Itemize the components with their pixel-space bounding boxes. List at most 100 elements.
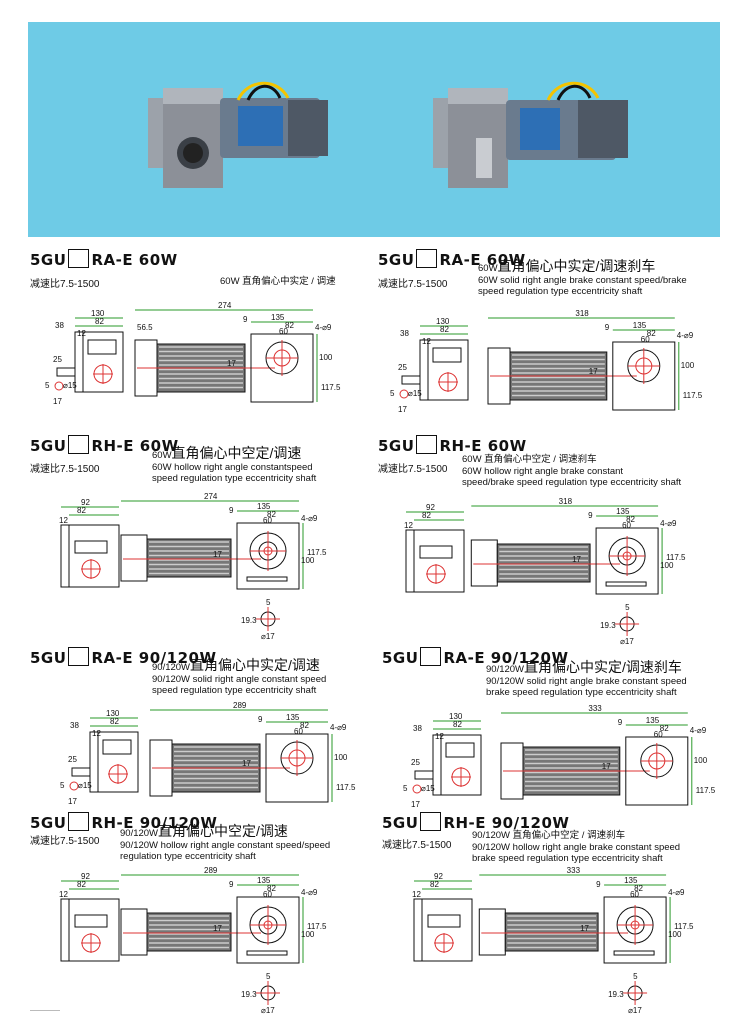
dimension-label: 12 xyxy=(404,521,413,530)
dimension-label: 12 xyxy=(59,516,68,525)
dimension-label: 17 xyxy=(213,550,222,559)
dimension-label: 318 xyxy=(575,309,589,318)
motor-body xyxy=(504,912,599,952)
motor-endcap xyxy=(478,908,506,956)
dimension-label: 130 xyxy=(106,709,120,718)
dimension-label: 5 xyxy=(390,389,395,398)
flange-window xyxy=(432,347,462,363)
dimension-label: 60 xyxy=(641,335,650,344)
reduction-ratio: 减速比7.5-1500 xyxy=(30,279,100,290)
model-code-box xyxy=(68,812,90,831)
motor-body xyxy=(146,912,232,952)
dimension-label: 60 xyxy=(263,890,272,899)
flange-plate xyxy=(89,731,99,793)
dimension-label: 100 xyxy=(334,753,348,762)
dimension-label: 38 xyxy=(70,721,79,730)
dimension-label: ⌀15 xyxy=(78,781,92,790)
dimension-label: 82 xyxy=(267,510,276,519)
dimension-label: 4-⌀9 xyxy=(301,514,318,523)
dimension-label: 12 xyxy=(77,329,86,338)
reduction-ratio: 减速比7.5-1500 xyxy=(378,279,448,290)
dimension-label: 100 xyxy=(301,930,315,939)
dimension-label: 92 xyxy=(426,503,435,512)
model-description: 90/120W直角偏心中实定/调速刹车 90/120W solid right … xyxy=(486,659,687,698)
gearbox xyxy=(265,733,329,803)
shaft-end xyxy=(399,389,409,399)
dimension-label: 4-⌀9 xyxy=(301,888,318,897)
dimension-label: 19.3 xyxy=(241,990,257,999)
dimension-label: 289 xyxy=(204,866,218,875)
dimension-label: 100 xyxy=(660,561,674,570)
model-description: 60W 直角偏心中实定 / 调速 xyxy=(220,276,336,287)
dimension-label: 4-⌀9 xyxy=(668,888,685,897)
dimension-label: ⌀15 xyxy=(421,784,435,793)
dimension-label: 117.5 xyxy=(307,922,327,931)
dimension-label: 25 xyxy=(398,363,407,372)
dimension-label: 60 xyxy=(654,730,663,739)
dimension-label: 25 xyxy=(53,355,62,364)
flange-window xyxy=(87,339,117,355)
gearbox xyxy=(603,896,667,964)
dimension-label: 17 xyxy=(53,397,62,406)
dimension-label: 117.5 xyxy=(307,548,327,557)
gearbox xyxy=(612,341,676,411)
dimension-label: 9 xyxy=(596,880,601,889)
model-code-box xyxy=(68,435,90,454)
dimension-label: 12 xyxy=(435,732,444,741)
dimension-label: 19.3 xyxy=(600,621,616,630)
flange-window xyxy=(445,742,475,758)
dimension-label: 100 xyxy=(668,930,682,939)
dimension-label: 17 xyxy=(227,359,236,368)
dimension-label: 56.5 xyxy=(137,323,153,332)
dimension-label: 25 xyxy=(68,755,77,764)
shaft-end xyxy=(54,381,64,391)
dimension-label: 17 xyxy=(68,797,77,806)
dimension-label: 135 xyxy=(646,716,660,725)
dimension-label: 82 xyxy=(77,506,86,515)
model-description: 60W直角偏心中实定/调速刹车 60W solid right angle br… xyxy=(478,258,687,297)
gearbox xyxy=(595,527,659,595)
dimension-label: 5 xyxy=(266,598,271,607)
dimension-label: 17 xyxy=(572,555,581,564)
dimension-label: 117.5 xyxy=(674,922,694,931)
mount-slot xyxy=(246,576,288,582)
motor-endcap xyxy=(470,539,498,587)
flange-plate xyxy=(60,524,70,588)
dimension-label: 17 xyxy=(589,367,598,376)
dimension-label: 9 xyxy=(588,511,593,520)
flange-plate xyxy=(60,898,70,962)
dimension-label: ⌀17 xyxy=(261,1006,275,1015)
dimension-label: 5 xyxy=(60,781,65,790)
model-code-box xyxy=(416,249,438,268)
dimension-label: 82 xyxy=(430,880,439,889)
dimension-label: 12 xyxy=(412,890,421,899)
model-description: 90/120W直角偏心中空定/调速 90/120W hollow right a… xyxy=(120,823,331,862)
model-code-box xyxy=(420,812,442,831)
model-description: 90/120W 直角偏心中空定 / 调速刹车 90/120W hollow ri… xyxy=(472,830,681,864)
motor-photo-brake xyxy=(433,81,628,188)
dimension-label: 82 xyxy=(422,511,431,520)
dimension-label: 60 xyxy=(263,516,272,525)
shaft-end xyxy=(412,784,422,794)
dimension-label: 17 xyxy=(398,405,407,414)
flange-window xyxy=(427,914,461,928)
dimension-label: 4-⌀9 xyxy=(315,323,332,332)
model-code-box xyxy=(420,647,442,666)
dimension-label: 333 xyxy=(588,704,602,713)
dimension-label: 5 xyxy=(625,603,630,612)
dimension-label: 4-⌀9 xyxy=(330,723,347,732)
flange-window xyxy=(419,545,453,559)
gearbox xyxy=(625,736,689,806)
dimension-label: 17 xyxy=(602,762,611,771)
dimension-label: 17 xyxy=(411,800,420,809)
dimension-label: 100 xyxy=(681,361,695,370)
motor-endcap xyxy=(120,908,148,956)
dimension-label: ⌀17 xyxy=(261,632,275,641)
